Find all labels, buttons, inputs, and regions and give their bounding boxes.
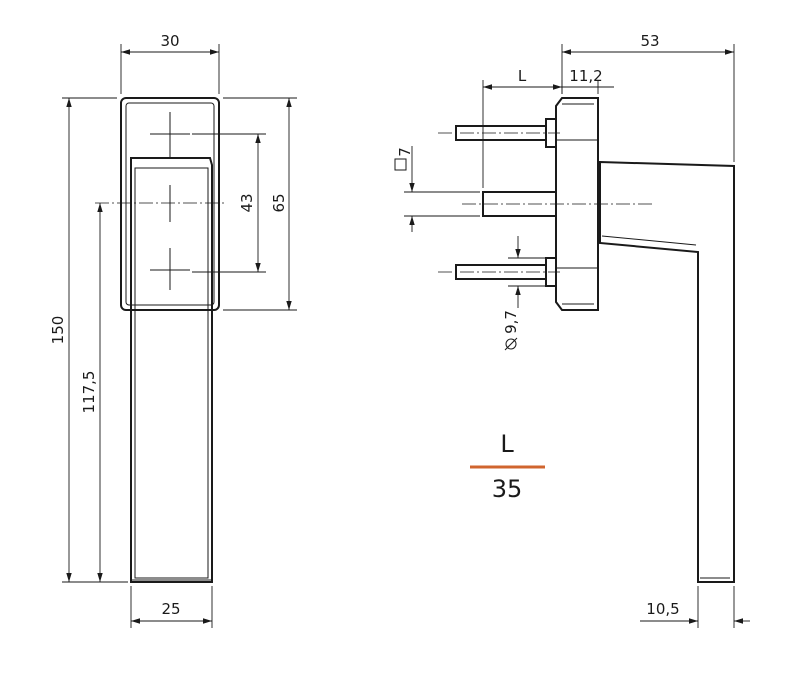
dim-depth: 53: [561, 32, 735, 162]
dim-screw-pitch: 43: [192, 133, 266, 273]
dim-rosette-height-label: 65: [270, 193, 288, 212]
dim-width-bottom-label: 25: [161, 600, 180, 618]
legend-top-label: L: [500, 430, 514, 458]
lower-screw: [438, 257, 560, 287]
dim-height-lever: 117,5: [80, 203, 128, 583]
square-symbol-icon: [394, 158, 407, 171]
dim-height-total-label: 150: [49, 316, 67, 345]
front-view: 30 25 150 117,5 43: [49, 32, 297, 628]
length-legend: L 35: [470, 430, 545, 503]
dim-rosette-thickness-label: 11,2: [569, 67, 602, 85]
diameter-symbol-icon: [504, 337, 518, 351]
lever-outline: [130, 157, 213, 583]
dim-grip-end: 10,5: [640, 586, 750, 628]
upper-screw: [438, 118, 560, 148]
dim-width-top-label: 30: [160, 32, 179, 50]
side-rosette-outline: [555, 97, 599, 311]
rosette-outline: [120, 97, 220, 311]
dim-screw-diameter-label: 9,7: [502, 310, 520, 334]
dim-screw-diameter: 9,7: [502, 236, 546, 351]
dim-spindle-square: 7: [394, 146, 480, 232]
dim-width-top: 30: [120, 32, 220, 94]
dim-depth-label: 53: [640, 32, 659, 50]
dim-spindle-square-label: 7: [396, 147, 414, 157]
rosette-inner-outline: [125, 102, 215, 306]
dim-screw-pitch-label: 43: [238, 193, 256, 212]
legend-bottom-label: 35: [492, 475, 523, 503]
dim-height-total: 150: [49, 97, 127, 583]
dim-height-lever-label: 117,5: [80, 371, 98, 414]
screw-mark-lower: [150, 248, 190, 290]
spindle: [462, 191, 655, 217]
screw-mark-upper: [150, 112, 190, 158]
dim-rosette-height: 65: [223, 97, 297, 311]
side-view: 53 L 11,2 7: [394, 32, 750, 628]
lever-inner-outline: [134, 167, 209, 579]
spindle-center-mark: [95, 185, 225, 222]
dim-spindle-length-label: L: [518, 67, 527, 85]
dim-spindle-length: L: [482, 67, 563, 188]
side-lever-outline: [599, 160, 735, 583]
dim-width-bottom: 25: [130, 586, 213, 628]
dim-grip-end-label: 10,5: [646, 600, 679, 618]
dim-rosette-thickness: 11,2: [562, 67, 614, 94]
